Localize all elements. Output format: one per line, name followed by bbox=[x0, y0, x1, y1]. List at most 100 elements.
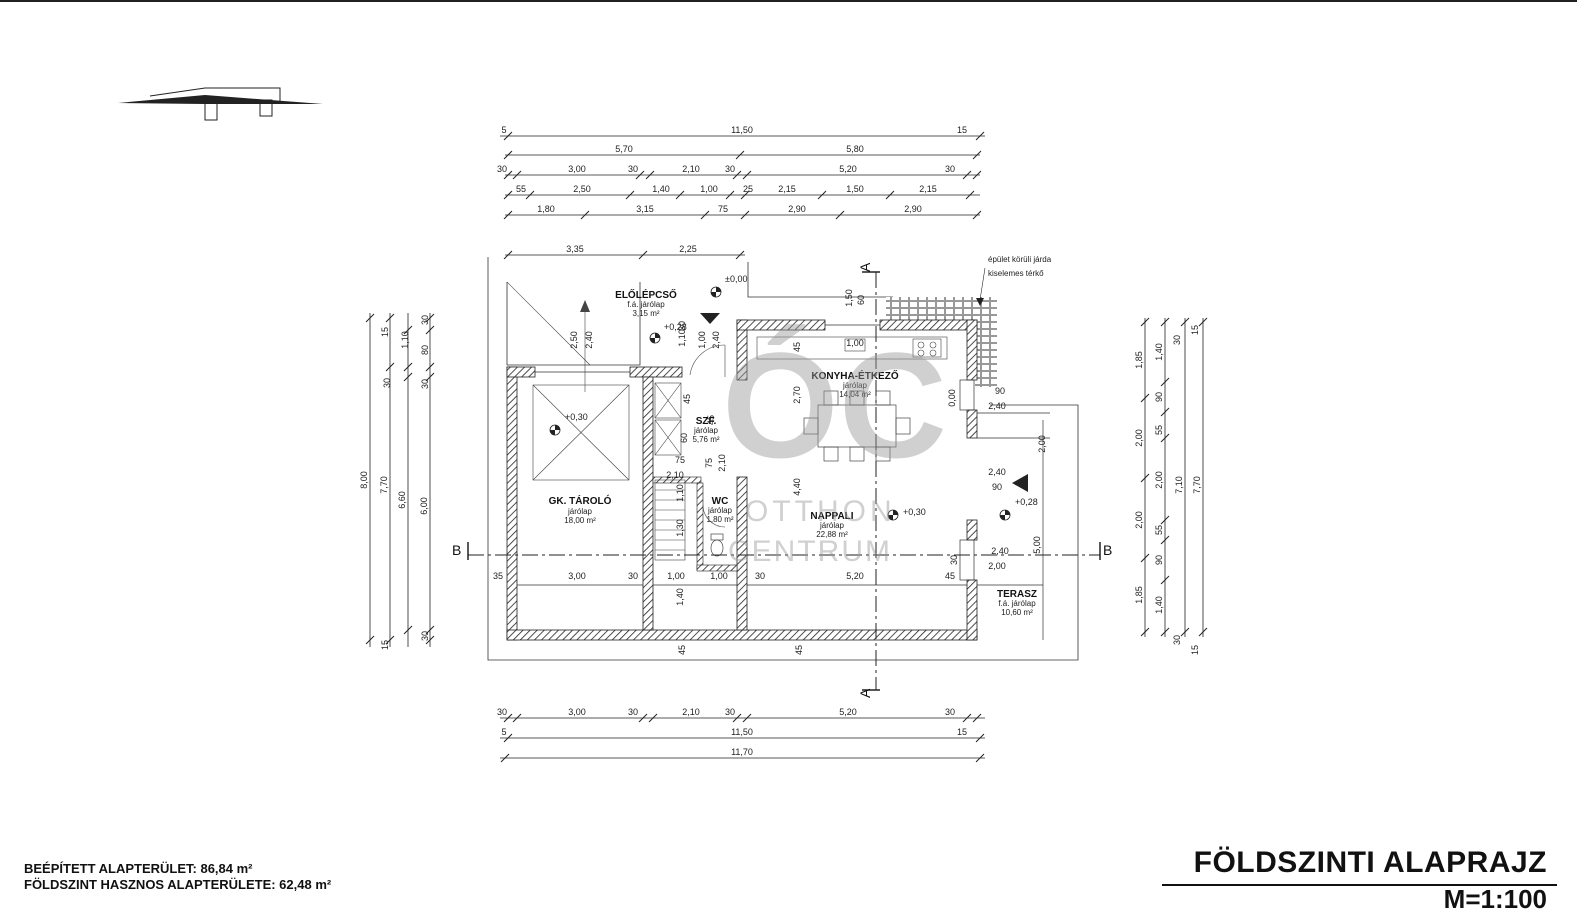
dim-bot3-0: 11,70 bbox=[731, 747, 753, 757]
dim-top5-0: 1,80 bbox=[537, 204, 555, 214]
room-living-area: 22,88 m² bbox=[816, 530, 848, 539]
dim-tick bbox=[817, 190, 827, 200]
room-wc-name: WC bbox=[712, 496, 729, 507]
dim-tick bbox=[1180, 627, 1190, 637]
dim-tick bbox=[645, 170, 655, 180]
dim-top4-7: 2,15 bbox=[919, 184, 937, 194]
dim-tick bbox=[503, 170, 513, 180]
usable-area-text: FÖLDSZINT HASZNOS ALAPTERÜLETE: 62,48 m² bbox=[24, 877, 332, 892]
dim-left_small-4: 30 bbox=[420, 379, 430, 389]
dim-top3-5: 5,20 bbox=[839, 164, 857, 174]
room-living-floor: járólap bbox=[819, 521, 845, 530]
dim-inner-27: 90 bbox=[992, 482, 1002, 492]
dimension-lines bbox=[369, 135, 1204, 759]
dim-right1-0: 1,85 bbox=[1134, 351, 1144, 369]
dim-right3-0: 7,10 bbox=[1174, 476, 1184, 494]
dim-inner-32: 3,00 bbox=[568, 571, 586, 581]
dim-right4-0: 7,70 bbox=[1192, 476, 1202, 494]
paving-right bbox=[975, 297, 997, 387]
dim-top5-1: 3,15 bbox=[636, 204, 654, 214]
room-kitchen-floor: járólap bbox=[842, 381, 868, 390]
elev-terrace: +0,28 bbox=[1015, 497, 1038, 507]
dim-left_small-6: 30 bbox=[420, 631, 430, 641]
room-living: NAPPALI járólap 22,88 m² bbox=[810, 511, 853, 539]
section-lines bbox=[468, 272, 1100, 690]
dim-right2-2: 55 bbox=[1154, 425, 1164, 435]
dim-inner-7: 1,50 bbox=[844, 289, 854, 307]
plan-title: FÖLDSZINTI ALAPRAJZ bbox=[1193, 846, 1547, 879]
dim-inner-4: 1,10 bbox=[677, 329, 687, 347]
room-hall-floor: járólap bbox=[693, 426, 719, 435]
section-a-top: A bbox=[857, 262, 873, 272]
elevation-markers bbox=[549, 286, 1011, 521]
dim-tick bbox=[1160, 515, 1170, 525]
wc-toilet-icon bbox=[710, 533, 724, 557]
dim-tick bbox=[700, 210, 710, 220]
entry-door-swing bbox=[689, 344, 726, 376]
dim-inner-16: 60 bbox=[679, 433, 689, 443]
dim-right2-5: 90 bbox=[1154, 555, 1164, 565]
dim-top2-0: 5,70 bbox=[615, 144, 633, 154]
dim-top4-6: 1,50 bbox=[846, 184, 864, 194]
elev-entry: ±0,00 bbox=[725, 274, 747, 284]
hall-storage bbox=[654, 382, 682, 456]
room-kitchen-area: 14,04 m² bbox=[839, 390, 871, 399]
room-living-name: NAPPALI bbox=[810, 511, 853, 522]
dim-tick bbox=[725, 190, 735, 200]
dim-left_small-0: 15 bbox=[380, 327, 390, 337]
dim-tick bbox=[975, 131, 985, 141]
dim-tick bbox=[403, 325, 413, 335]
dim-right2-3: 2,00 bbox=[1154, 471, 1164, 489]
dim-right_small-0: 30 bbox=[1172, 335, 1182, 345]
room-hall-name: SZF. bbox=[696, 416, 717, 427]
dim-tick bbox=[580, 210, 590, 220]
dim-tick bbox=[638, 713, 648, 723]
dim-tick bbox=[648, 713, 658, 723]
dim-tick bbox=[1160, 377, 1170, 387]
dim-inner-31: 35 bbox=[493, 571, 503, 581]
room-terrace: TERASZ f.á. járólap 10,60 m² bbox=[997, 589, 1037, 617]
dim-tick bbox=[1140, 317, 1150, 327]
dim-top3-0: 30 bbox=[497, 164, 507, 174]
dim-top1-2: 15 bbox=[957, 125, 967, 135]
dim-inner-15: 2,10 bbox=[717, 454, 727, 472]
dim-right1-2: 2,00 bbox=[1134, 511, 1144, 529]
dim-tick bbox=[403, 372, 413, 382]
dim-left_small-3: 80 bbox=[420, 345, 430, 355]
dim-tick bbox=[885, 190, 895, 200]
watermark-line2: CENTRUM bbox=[728, 535, 892, 568]
room-garage-floor: járólap bbox=[567, 507, 593, 516]
dim-tick bbox=[1180, 317, 1190, 327]
dim-tick bbox=[1160, 407, 1170, 417]
dim-tick bbox=[638, 250, 648, 260]
dim-tick bbox=[1140, 473, 1150, 483]
dim-top4-4: 25 bbox=[743, 184, 753, 194]
dim-tick bbox=[1140, 627, 1150, 637]
dim-inner-22: 0,00 bbox=[947, 389, 957, 407]
dim-bot1-0: 30 bbox=[497, 707, 507, 717]
room-terrace-name: TERASZ bbox=[997, 589, 1037, 600]
dim-tick bbox=[972, 150, 982, 160]
dim-tick bbox=[1160, 433, 1170, 443]
dim-top2-1: 5,80 bbox=[846, 144, 864, 154]
dim-inner-38: 45 bbox=[945, 571, 955, 581]
room-hall: SZF. járólap 5,76 m² bbox=[692, 416, 719, 444]
room-garage-area: 18,00 m² bbox=[564, 516, 596, 525]
elev-garage: +0,30 bbox=[565, 412, 588, 422]
dim-inner-24: 2,40 bbox=[988, 401, 1006, 411]
dim-tick bbox=[425, 625, 435, 635]
dim-bot2-0: 5 bbox=[501, 727, 506, 737]
dim-tick bbox=[365, 313, 375, 323]
dim-tick bbox=[1160, 627, 1170, 637]
room-garage-name: GK. TÁROLÓ bbox=[549, 494, 612, 507]
dim-inner-10: 4,40 bbox=[792, 478, 802, 496]
hall-stair bbox=[654, 479, 686, 561]
dim-top1-1: 11,50 bbox=[731, 125, 753, 135]
dim-tick bbox=[962, 170, 972, 180]
dimension-labels: 5 11,50 15 5,70 5,80 30 3,00 30 2,10 30 5,20 30 55 2,… bbox=[359, 125, 1202, 757]
dim-inner-12: 75 bbox=[675, 455, 685, 465]
dim-tick bbox=[835, 210, 845, 220]
dim-inner-9: 2,70 bbox=[792, 386, 802, 404]
dim-inner-8: 45 bbox=[792, 342, 802, 352]
dim-tick bbox=[1160, 575, 1170, 585]
